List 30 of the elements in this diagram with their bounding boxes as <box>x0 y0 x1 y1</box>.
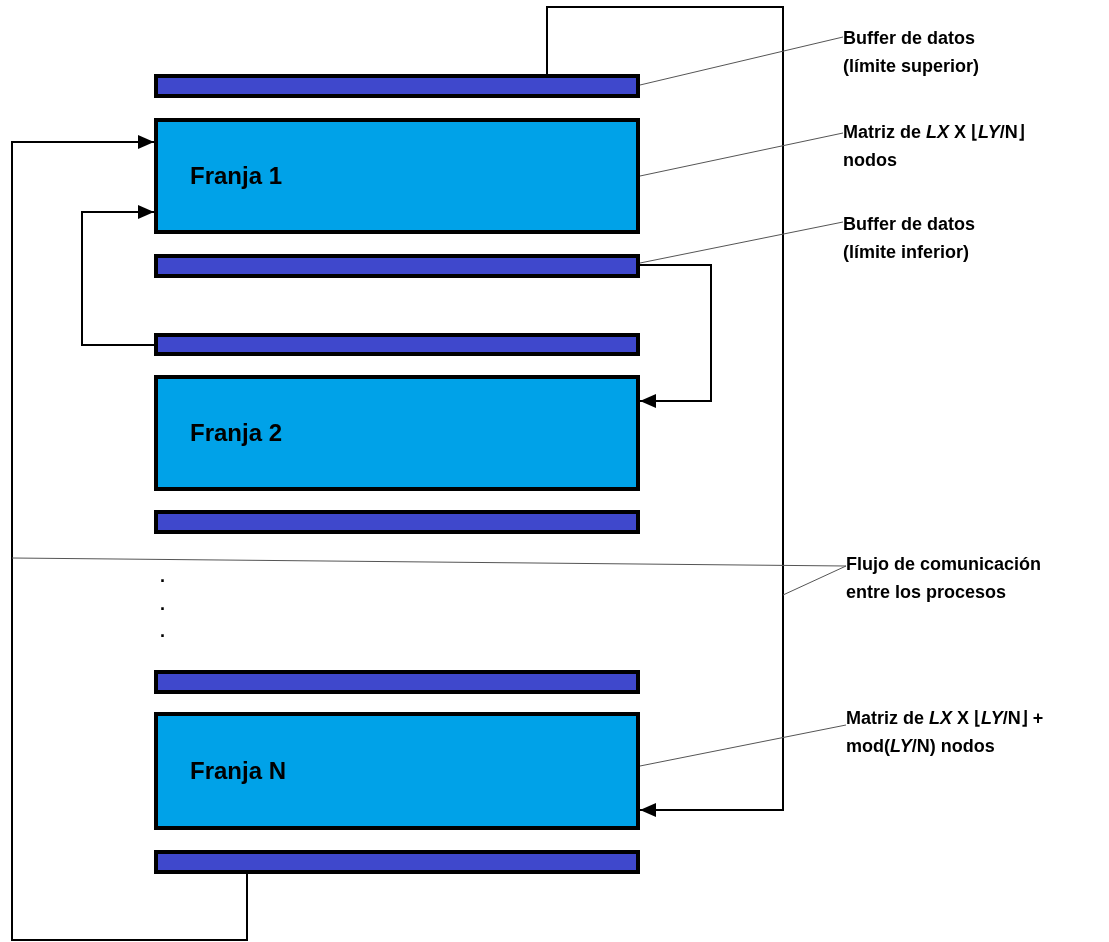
process-box <box>154 118 640 234</box>
buffer-bar <box>154 510 640 534</box>
ellipsis-dot: . <box>160 566 165 586</box>
arrow <box>639 264 712 408</box>
leader-line <box>11 557 847 567</box>
callout-text: Buffer de datos (límite inferior) <box>843 210 1033 270</box>
arrow <box>546 6 784 817</box>
leader-line <box>639 132 844 177</box>
ellipsis-dot: . <box>160 594 165 614</box>
callout-text: Matriz de LX X ⌊LY/N⌋ + mod(LY/N) nodos <box>846 704 1071 764</box>
arrow <box>11 135 248 941</box>
leader-line <box>782 565 847 596</box>
leader-line <box>639 221 844 264</box>
callout-text: Matriz de LX X ⌊LY/N⌋ nodos <box>843 118 1048 178</box>
callout-text: Buffer de datos (límite superior) <box>843 24 1033 84</box>
arrow <box>81 205 155 346</box>
ellipsis-dot: . <box>160 621 165 641</box>
box-title: Franja 1 <box>190 161 283 191</box>
buffer-bar <box>154 850 640 874</box>
box-title: Franja 2 <box>190 418 283 448</box>
buffer-bar <box>154 670 640 694</box>
box-title: Franja N <box>190 756 287 786</box>
leader-line <box>639 724 847 767</box>
buffer-bar <box>154 333 640 356</box>
buffer-bar <box>154 254 640 278</box>
callout-text: Flujo de comunicación entre los procesos <box>846 550 1076 614</box>
process-box <box>154 712 640 830</box>
buffer-bar <box>154 74 640 98</box>
leader-line <box>639 36 844 86</box>
process-box <box>154 375 640 491</box>
